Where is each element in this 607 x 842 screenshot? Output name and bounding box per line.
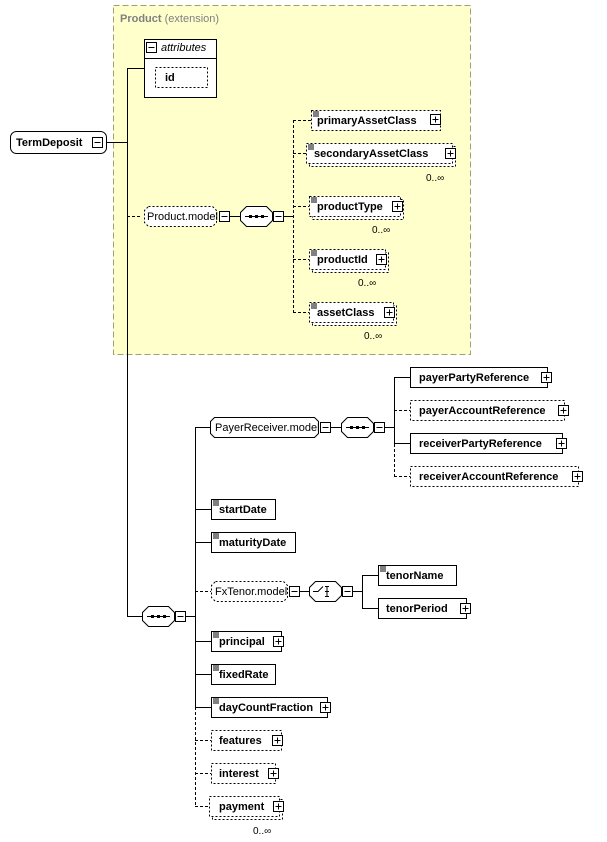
product-model-collapse-icon[interactable] [219,211,230,222]
cardinality-label: 0..∞ [364,331,382,342]
element-receiverpartyreference[interactable]: receiverPartyReference [394,433,567,454]
element-payment[interactable]: payment 0..∞ [195,796,284,838]
expand-icon[interactable] [392,201,403,212]
product-model-group[interactable]: Product.model [144,206,230,227]
attributes-box: attributes id [144,39,217,98]
svg-text:payerPartyReference: payerPartyReference [419,372,529,384]
attributes-label: attributes [161,42,207,54]
element-maturitydate[interactable]: maturityDate [195,532,296,553]
element-features[interactable]: features [195,730,283,751]
element-fixedrate[interactable]: fixedRate [195,664,276,685]
expand-icon[interactable] [376,254,387,265]
main-sequence-compositor-icon[interactable] [142,606,186,627]
element-productid[interactable]: productId 0..∞ [293,249,389,290]
expand-icon[interactable] [541,372,552,383]
svg-text:principal: principal [219,636,265,648]
fxtenor-model-group[interactable]: FxTenor.model [211,581,300,602]
svg-text:productId: productId [317,254,368,266]
element-producttype[interactable]: productType 0..∞ [293,196,404,237]
extension-title: Product (extension) [120,13,219,25]
svg-text:assetClass: assetClass [317,307,375,319]
svg-text:receiverPartyReference: receiverPartyReference [419,438,542,450]
expand-icon[interactable] [430,114,441,125]
expand-icon[interactable] [273,636,284,647]
svg-text:receiverAccountReference: receiverAccountReference [419,471,558,483]
root-collapse-icon[interactable] [92,137,103,148]
expand-icon[interactable] [572,471,583,482]
svg-text:startDate: startDate [219,504,267,516]
element-receiveraccountreference[interactable]: receiverAccountReference [394,466,583,487]
svg-text:tenorName: tenorName [386,570,443,582]
svg-text:PayerReceiver.model: PayerReceiver.model [215,422,320,434]
element-principal[interactable]: principal [195,631,284,652]
payerreceiver-sequence-icon[interactable] [341,417,385,438]
sequence-compositor-icon[interactable] [240,206,284,227]
expand-icon[interactable] [558,405,569,416]
choice-compositor-icon[interactable] [309,581,353,602]
element-interest[interactable]: interest [195,763,279,784]
payerreceiver-collapse-icon[interactable] [320,422,331,433]
svg-text:secondaryAssetClass: secondaryAssetClass [314,148,428,160]
expand-icon[interactable] [272,735,283,746]
root-element-termdeposit[interactable]: TermDeposit [10,131,107,154]
fxtenor-collapse-icon[interactable] [289,586,300,597]
element-primaryassetclass[interactable]: primaryAssetClass [293,110,441,131]
element-secondaryassetclass[interactable]: secondaryAssetClass 0..∞ [293,143,456,185]
svg-text:tenorPeriod: tenorPeriod [386,603,448,615]
svg-text:interest: interest [219,768,259,780]
expand-icon[interactable] [445,148,456,159]
expand-icon[interactable] [273,801,284,812]
svg-text:payment: payment [219,801,265,813]
svg-text:TermDeposit: TermDeposit [16,137,83,149]
svg-text:features: features [219,735,262,747]
cardinality-label: 0..∞ [253,826,271,837]
svg-text:dayCountFraction: dayCountFraction [219,702,313,714]
svg-text:payerAccountReference: payerAccountReference [419,405,546,417]
attributes-collapse-icon[interactable] [146,42,157,53]
element-payerpartyreference[interactable]: payerPartyReference [394,367,552,388]
svg-text:primaryAssetClass: primaryAssetClass [317,115,417,127]
expand-icon[interactable] [268,768,279,779]
cardinality-label: 0..∞ [358,278,376,289]
element-tenorperiod[interactable]: tenorPeriod [362,598,471,619]
svg-text:maturityDate: maturityDate [219,537,286,549]
svg-text:productType: productType [317,201,383,213]
attribute-id[interactable]: id [155,67,208,88]
svg-text:id: id [165,72,175,84]
element-tenorname[interactable]: tenorName [362,565,457,586]
svg-text:Product.model: Product.model [147,211,218,223]
expand-icon[interactable] [320,702,331,713]
expand-icon[interactable] [384,307,395,318]
element-assetclass[interactable]: assetClass 0..∞ [293,302,397,343]
element-daycountfraction[interactable]: dayCountFraction [195,697,331,718]
svg-text:fixedRate: fixedRate [219,669,269,681]
cardinality-label: 0..∞ [426,173,444,184]
expand-icon[interactable] [460,603,471,614]
expand-icon[interactable] [556,438,567,449]
payerreceiver-model-group[interactable]: PayerReceiver.model [210,417,331,438]
svg-text:FxTenor.model: FxTenor.model [215,586,287,598]
element-payeraccountreference[interactable]: payerAccountReference [394,400,569,421]
element-startdate[interactable]: startDate [195,499,276,520]
cardinality-label: 0..∞ [372,225,390,236]
